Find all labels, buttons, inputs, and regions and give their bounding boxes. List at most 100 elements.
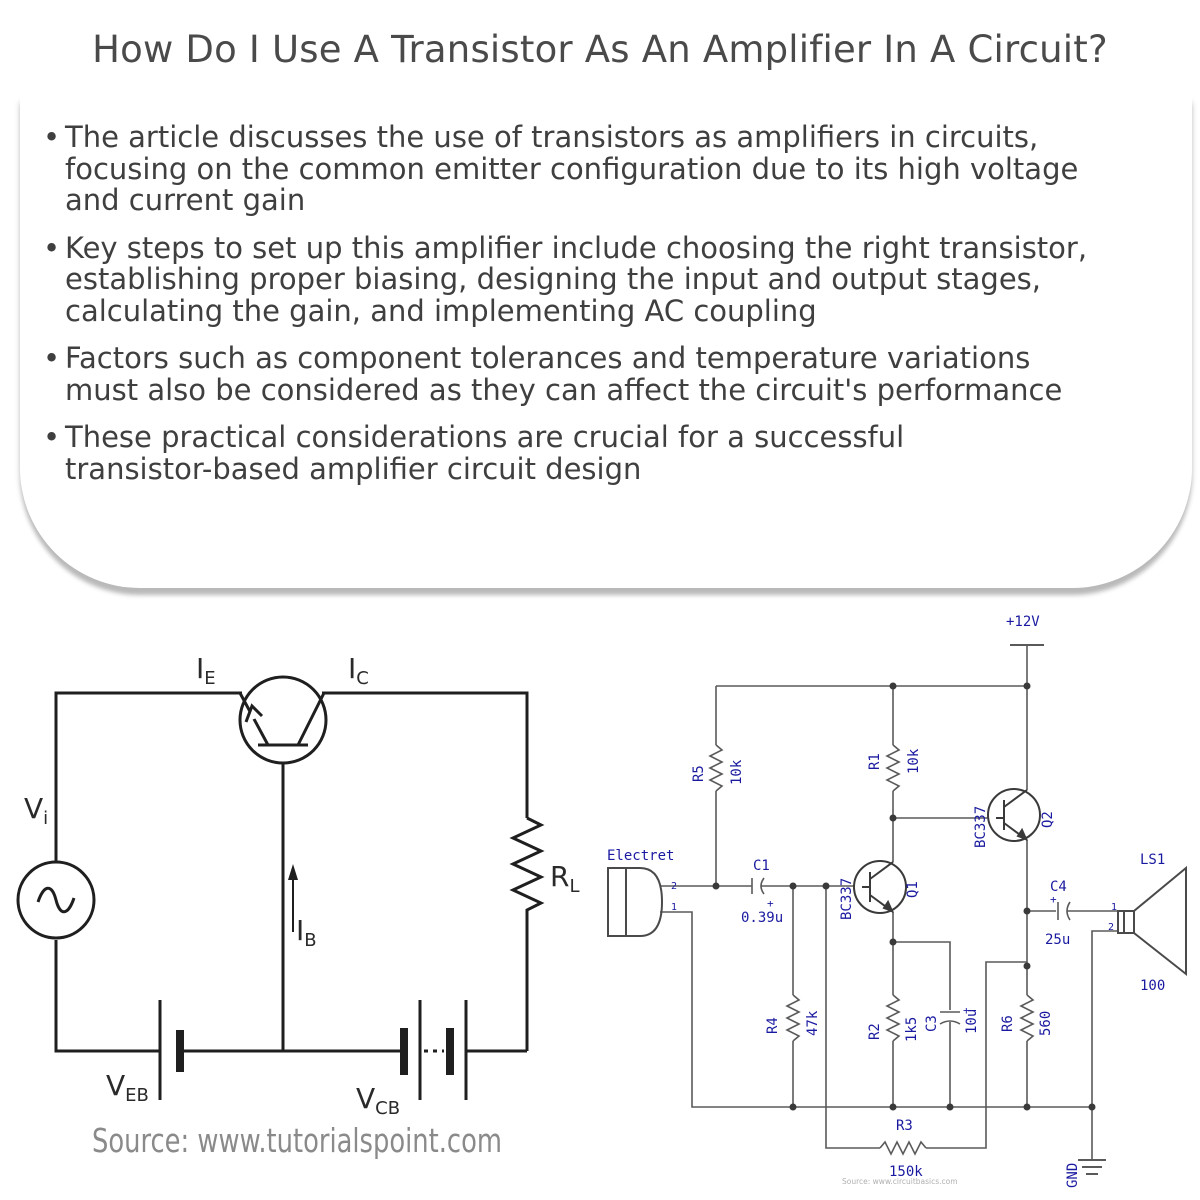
page-title: How Do I Use A Transistor As An Amplifie… [92, 28, 1108, 71]
label-q1-type: BC337 [839, 878, 855, 920]
c4-plate-b [1066, 901, 1071, 921]
bullet-line: calculating the gain, and implementing A… [65, 293, 817, 328]
transistor-pnp [238, 675, 328, 765]
schematic-labels: +12V Electret 2 1 R5 10k R1 10k C1 + 0.3… [607, 614, 1165, 1188]
bullet-line: and current gain [65, 183, 306, 217]
summary-bullets: • The article discusses the use of trans… [20, 120, 1180, 501]
bullet-line: establishing proper biasing, designing t… [65, 262, 1041, 296]
speaker-icon [1117, 865, 1187, 977]
wire-collector-side [322, 691, 529, 818]
label-r3-value: 150k [889, 1164, 923, 1180]
c4-polarity: + [1050, 893, 1057, 906]
wire-c3-top [893, 941, 951, 1010]
left-wires [54, 691, 545, 1100]
label-q2: Q2 [1040, 811, 1056, 828]
wire-r3-left [825, 886, 880, 1149]
transistor-q2 [987, 788, 1041, 842]
wire-emitter-side [54, 691, 242, 862]
right-wires [660, 644, 1118, 1175]
electret-microphone-icon [607, 867, 664, 937]
right-source-credit: Source: www.circuitbasics.com [842, 1177, 958, 1186]
bullet-dot: • [43, 420, 61, 454]
wire-left-bottom [54, 940, 160, 1053]
wire-mic-pin1-ground [660, 911, 1092, 1108]
bullet-line: Factors such as component tolerances and… [65, 341, 1031, 375]
q1-internals [862, 861, 894, 913]
resistor-r4 [785, 994, 801, 1042]
resistor-r3 [879, 1140, 927, 1156]
label-speaker: LS1 [1140, 852, 1165, 868]
label-r2-value: 1k5 [904, 1017, 920, 1042]
transistor-internals [238, 692, 326, 747]
wire-speaker-ground [1091, 930, 1118, 1160]
ib-arrow-head-icon [288, 864, 298, 880]
wire-r3-right [926, 961, 1027, 1149]
label-ib: IB [296, 914, 317, 951]
resistor-r5 [708, 744, 724, 792]
load-resistor-rl [509, 816, 545, 1051]
label-veb: VEB [106, 1069, 149, 1106]
label-mic: Electret [607, 848, 674, 864]
label-c1: C1 [753, 858, 770, 874]
bullet-line: transistor-based amplifier circuit desig… [65, 451, 642, 486]
junction-dots [712, 682, 1096, 1111]
c1-plate-b [760, 877, 765, 895]
left-labels: IE IC Vi RL IB VEB VCB [24, 652, 580, 1119]
label-c4: C4 [1050, 879, 1067, 895]
label-c3: C3 [924, 1015, 940, 1032]
bullet-dot: • [43, 341, 61, 375]
label-c1-value: 0.39u [741, 910, 783, 926]
label-vcb: VCB [356, 1082, 400, 1119]
sine-wave-icon [36, 886, 76, 914]
resistor-r2 [885, 994, 901, 1042]
bullet-item: • These practical considerations are cru… [20, 420, 1180, 486]
label-speaker-value: 100 [1140, 978, 1165, 994]
label-r4-value: 47k [805, 1010, 821, 1036]
q1-emitter-arrow-icon [882, 899, 894, 913]
bullet-dot: • [43, 120, 61, 154]
label-q2-type: BC337 [973, 806, 989, 848]
label-r3: R3 [896, 1118, 913, 1134]
bullet-item: • The article discusses the use of trans… [20, 120, 1180, 217]
label-supply: +12V [1006, 614, 1040, 630]
bullet-line: These practical considerations are cruci… [65, 420, 905, 454]
label-ie: IE [196, 652, 216, 689]
left-source-credit: Source: www.tutorialspoint.com [92, 1121, 502, 1160]
bullet-line: The article discusses the use of transis… [65, 120, 1039, 154]
bullet-item: • Factors such as component tolerances a… [20, 341, 1180, 407]
label-c4-value: 25u [1045, 932, 1070, 948]
label-rl: RL [550, 860, 580, 897]
transistor-q1 [853, 860, 907, 914]
summary-card [20, 95, 1192, 588]
label-mic-pin2: 2 [671, 881, 677, 892]
label-r1: R1 [867, 753, 883, 770]
transistor-collector-lead [296, 692, 326, 746]
label-r2: R2 [867, 1023, 883, 1040]
label-speaker-pin1: 1 [1111, 902, 1117, 913]
emitter-arrow-icon [244, 703, 264, 723]
q2-internals [996, 789, 1028, 841]
bullet-line: focusing on the common emitter configura… [65, 151, 1079, 186]
bullet-dot: • [43, 230, 61, 265]
label-r5-value: 10k [729, 759, 745, 785]
bullet-line: must also be considered as they can affe… [65, 372, 1063, 407]
label-q1: Q1 [905, 881, 921, 898]
label-r6: R6 [1000, 1015, 1016, 1032]
c1-polarity: + [767, 897, 774, 910]
label-r6-value: 560 [1038, 1011, 1054, 1036]
q2-emitter-arrow-icon [1016, 827, 1028, 841]
label-r5: R5 [691, 765, 707, 782]
resistor-r1 [885, 744, 901, 792]
resistor-r6 [1019, 994, 1035, 1042]
label-speaker-pin2: 2 [1108, 922, 1114, 933]
common-base-diagram: IE IC Vi RL IB VEB VCB Source: www.tutor… [16, 652, 580, 1160]
c3-polarity: + [963, 1004, 970, 1017]
c3-plate-b [939, 1020, 961, 1025]
label-vi: Vi [24, 792, 48, 829]
label-mic-pin1: 1 [671, 902, 677, 913]
label-c3-value: 10u [964, 1009, 980, 1034]
label-gnd: GND [1065, 1163, 1081, 1188]
bullet-item: • Key steps to set up this amplifier inc… [20, 230, 1180, 328]
label-r4: R4 [765, 1017, 781, 1034]
label-r1-value: 10k [906, 748, 922, 774]
